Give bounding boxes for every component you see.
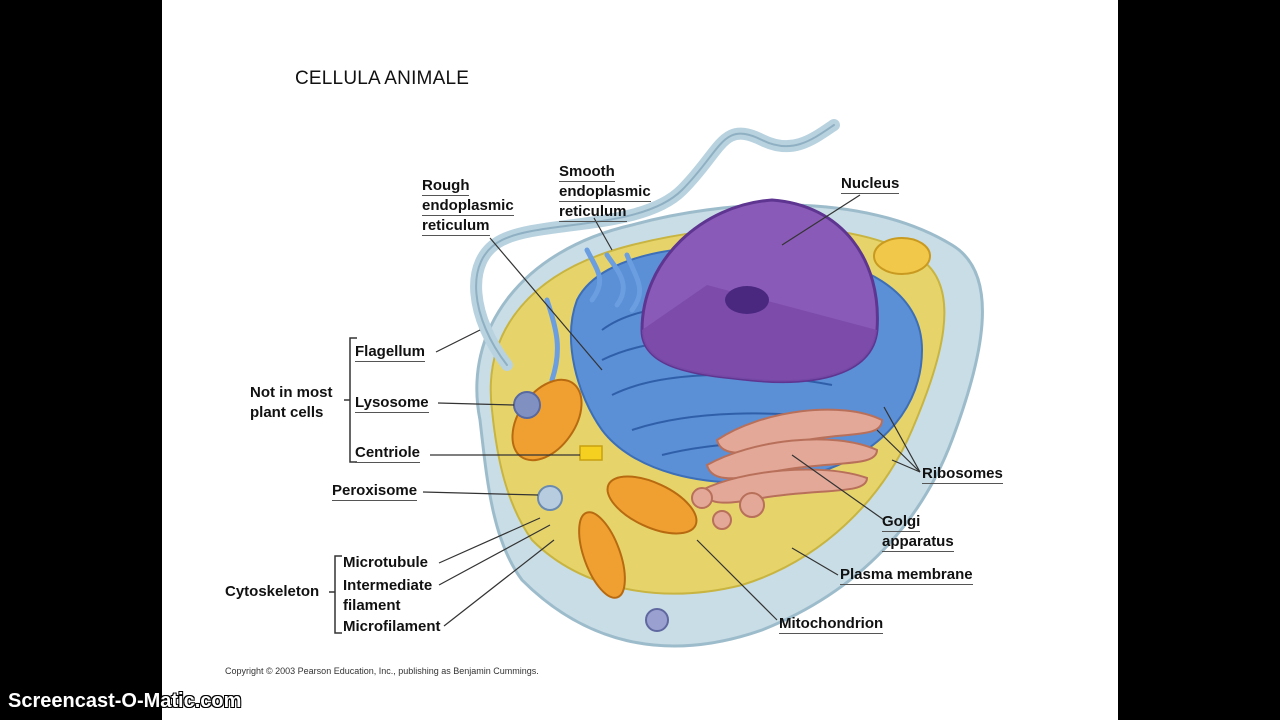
golgi-shape — [691, 408, 884, 530]
label-centriole: Centriole — [355, 443, 421, 463]
label-intermediate-filament: Intermediate filament — [343, 576, 432, 616]
label-rough-er-line1: Rough — [422, 177, 470, 196]
label-rough-er-line2: endoplasmic — [422, 197, 514, 216]
label-microtubule-text: Microtubule — [343, 554, 428, 571]
label-intermediate-filament-line2: filament — [343, 597, 401, 614]
label-nucleus: Nucleus — [841, 174, 900, 194]
centriole-shape — [579, 445, 603, 461]
label-rough-er-line3: reticulum — [422, 217, 490, 236]
peroxisome-shape — [537, 485, 563, 511]
label-golgi-line2: apparatus — [882, 533, 954, 552]
slide-title: CELLULA ANIMALE — [295, 68, 470, 89]
lysosome-shape — [513, 391, 541, 419]
label-not-in-plant: Not in most plant cells — [250, 383, 333, 423]
label-smooth-er-line2: endoplasmic — [559, 183, 651, 202]
label-lysosome-text: Lysosome — [355, 394, 429, 413]
label-ribosomes-text: Ribosomes — [922, 465, 1003, 484]
watermark: Screencast-O-Matic.com — [8, 690, 242, 712]
label-not-in-plant-line2: plant cells — [250, 404, 324, 421]
label-lysosome: Lysosome — [355, 393, 429, 413]
label-plasma-membrane: Plasma membrane — [840, 565, 973, 585]
cell-illustration — [329, 119, 984, 648]
label-nucleus-text: Nucleus — [841, 175, 900, 194]
cytoskeleton-bracket — [329, 555, 342, 634]
label-plasma-membrane-text: Plasma membrane — [840, 566, 973, 585]
nucleolus-shape — [725, 286, 769, 314]
label-mitochondrion-text: Mitochondrion — [779, 615, 884, 634]
label-flagellum: Flagellum — [355, 342, 426, 362]
label-peroxisome-text: Peroxisome — [332, 482, 418, 501]
label-rough-er: Rough endoplasmic reticulum — [422, 176, 514, 236]
label-ribosomes: Ribosomes — [922, 464, 1003, 484]
label-smooth-er-line3: reticulum — [559, 203, 627, 222]
label-smooth-er: Smooth endoplasmic reticulum — [559, 162, 651, 222]
label-smooth-er-line1: Smooth — [559, 163, 615, 182]
label-cytoskeleton: Cytoskeleton — [225, 582, 319, 602]
label-mitochondrion: Mitochondrion — [779, 614, 884, 634]
label-not-in-plant-line1: Not in most — [250, 384, 333, 401]
label-microtubule: Microtubule — [343, 553, 428, 573]
copyright-text: Copyright © 2003 Pearson Education, Inc.… — [225, 666, 539, 676]
label-golgi-line1: Golgi — [882, 513, 921, 532]
label-peroxisome: Peroxisome — [332, 481, 418, 501]
vesicle-shape-top — [873, 237, 931, 275]
leader-lines — [422, 194, 921, 627]
nucleus-cut-face — [642, 285, 877, 382]
label-flagellum-text: Flagellum — [355, 343, 426, 362]
label-microfilament-text: Microfilament — [343, 618, 441, 635]
label-centriole-text: Centriole — [355, 444, 421, 463]
label-intermediate-filament-line1: Intermediate — [343, 577, 433, 594]
label-cytoskeleton-text: Cytoskeleton — [225, 583, 320, 600]
label-golgi: Golgi apparatus — [882, 512, 954, 552]
slide: CELLULA ANIMALE — [162, 0, 1118, 720]
not-in-plant-bracket — [344, 337, 357, 463]
label-microfilament: Microfilament — [343, 617, 441, 637]
vesicle-shape — [645, 608, 669, 632]
